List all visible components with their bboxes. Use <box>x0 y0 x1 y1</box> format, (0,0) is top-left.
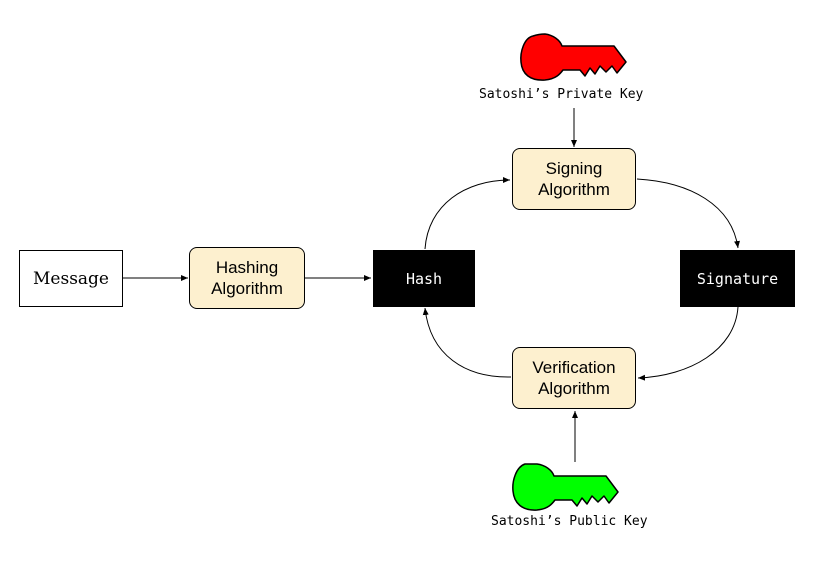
hash-box: Hash <box>373 250 475 307</box>
arrow-verification-to-hash <box>422 307 512 378</box>
private-key-icon <box>520 33 627 81</box>
signing-algorithm-box: Signing Algorithm <box>512 148 636 210</box>
verification-algorithm-box: Verification Algorithm <box>512 347 636 409</box>
arrow-signing-to-signature <box>636 178 740 249</box>
hashing-algorithm-box: Hashing Algorithm <box>189 247 305 309</box>
message-box: Message <box>19 250 123 307</box>
public-key-icon <box>512 463 619 511</box>
public-key-label: Satoshi’s Public Key <box>491 514 648 529</box>
arrow-signature-to-verification <box>637 306 739 381</box>
private-key-label: Satoshi’s Private Key <box>479 87 644 102</box>
signature-box: Signature <box>680 250 795 307</box>
arrow-hash-to-signing <box>424 177 511 250</box>
